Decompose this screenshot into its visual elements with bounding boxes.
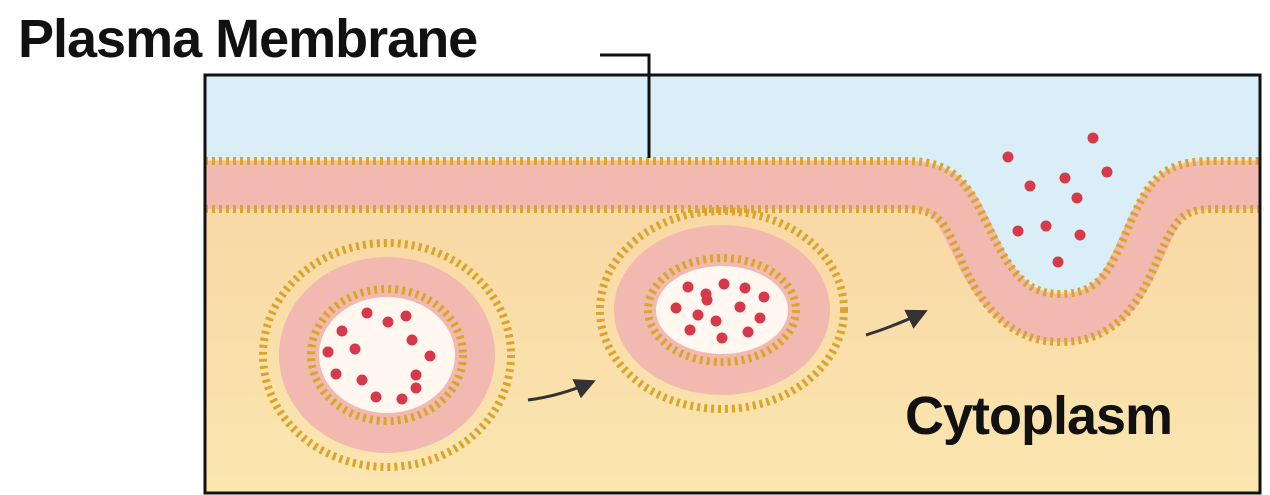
membrane-label: Plasma Membrane: [18, 8, 477, 70]
cytoplasm-label: Cytoplasm: [905, 385, 1172, 447]
